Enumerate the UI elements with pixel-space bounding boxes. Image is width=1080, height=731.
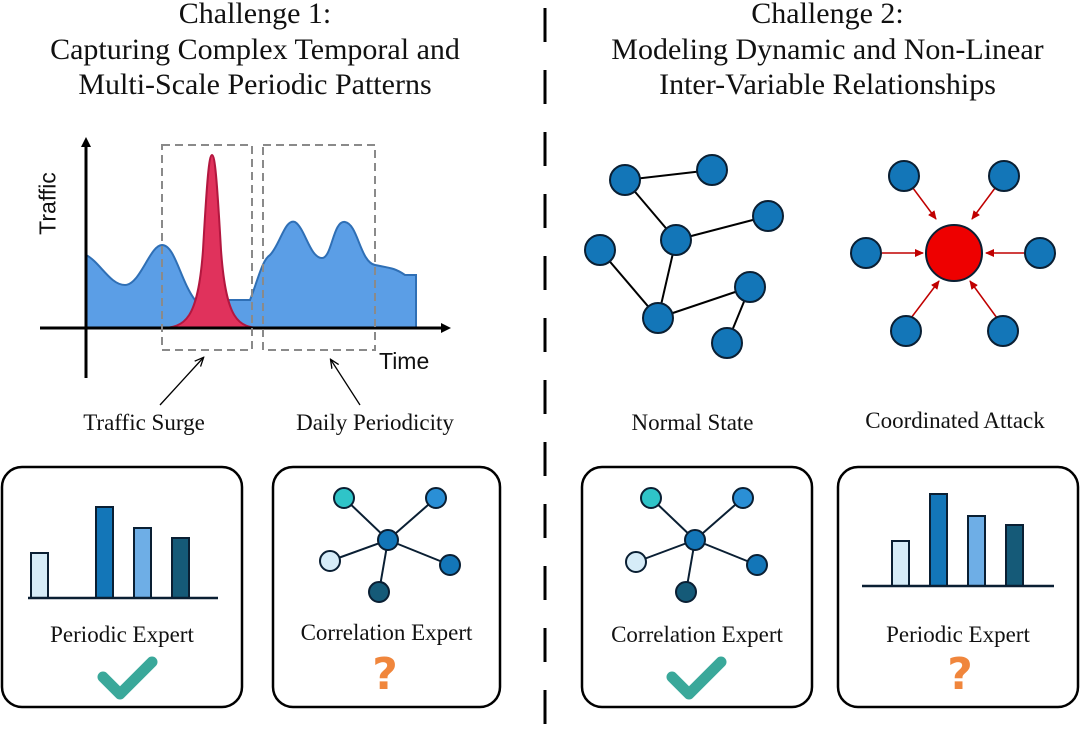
graph-node [888,160,920,192]
check-icon [97,656,158,700]
graph-node [1024,237,1056,269]
traffic-surge [159,153,263,329]
graph-node [988,160,1020,192]
normal-state-nodes [584,154,784,359]
challenge2-title-line1: Challenge 2: [751,0,904,30]
daily-periodicity-label: Daily Periodicity [296,410,454,435]
graph-node [660,224,692,256]
challenge1-title-line2: Capturing Complex Temporal and [50,33,460,66]
question-icon: ? [372,649,398,700]
challenge2-title-line2: Modeling Dynamic and Non-Linear [611,33,1044,66]
y-axis-label: Traffic [34,172,61,235]
graph-node [584,234,616,266]
attack-target-node [925,224,983,282]
correlation-expert-label-2: Correlation Expert [611,622,783,647]
normal-state-label: Normal State [631,410,754,435]
challenge1-title-line1: Challenge 1: [178,0,332,30]
graph-node [734,271,766,303]
graph-node [987,315,1019,347]
question-icon: ? [947,649,973,700]
graph-node [642,302,674,334]
surge-arrow [159,358,203,406]
graph-node [890,315,922,347]
traffic-surge-label: Traffic Surge [83,410,205,435]
challenge2-title-line3: Inter-Variable Relationships [659,68,996,101]
network-icon [625,487,768,603]
network-icon [319,487,461,603]
periodic-expert-label-1: Periodic Expert [50,622,194,647]
check-icon [666,656,727,700]
expert-box-correlation-2 [580,465,814,709]
attack-graph-nodes [850,160,1056,347]
bar-chart-icon [28,506,218,600]
periodic-expert-label-2: Periodic Expert [886,622,1030,647]
coordinated-attack-label: Coordinated Attack [865,408,1045,433]
graph-node [711,327,743,359]
expert-box-periodic-1 [0,465,244,709]
graph-node [696,154,728,186]
x-axis-label: Time [379,348,430,374]
traffic-area [85,220,417,329]
correlation-expert-label-1: Correlation Expert [300,620,473,645]
graph-node [609,164,641,196]
traffic-plot [40,137,451,406]
graph-node [850,237,882,269]
challenge1-title-line3: Multi-Scale Periodic Patterns [78,68,432,101]
bar-chart-icon [862,493,1054,588]
graph-node [752,200,784,232]
surge-box [161,144,253,351]
periodicity-box [262,144,376,351]
periodicity-arrow [331,360,361,406]
